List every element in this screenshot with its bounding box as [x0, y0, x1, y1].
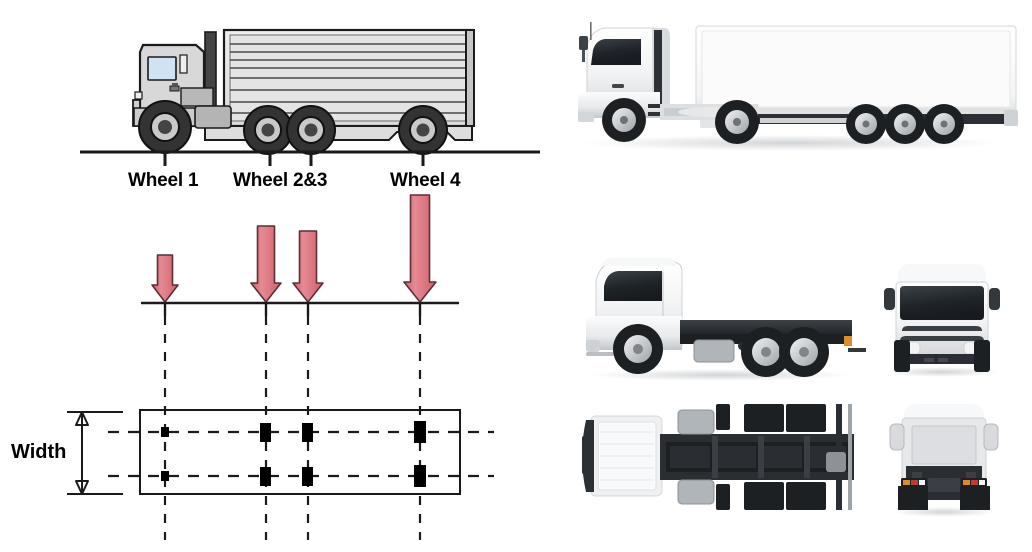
top-fuel-tank-right: [677, 479, 715, 505]
wheel-label-4: Wheel 4: [390, 170, 461, 191]
load-arrow-wheel-3: [292, 230, 324, 303]
wheel-2-tire: [243, 105, 293, 155]
wheel-1-tire: [138, 100, 192, 154]
width-dimension: [67, 411, 123, 495]
wheel-trailer-2: [885, 104, 925, 144]
front-windshield: [900, 286, 984, 320]
mirror-left-icon: [884, 288, 895, 310]
rear-mudflap-right: [960, 486, 990, 510]
photo-semi-truck-trailer: [578, 22, 1018, 151]
rear-mirror-left-icon: [889, 423, 905, 451]
right-photos-svg: [578, 22, 1018, 517]
truck-load-diagram-panel: Wheel 1 Wheel 2&3 Wheel 4 Width: [11, 28, 540, 540]
truck-wheels: [138, 100, 448, 155]
plan-wheel-3-left: [302, 423, 313, 442]
plan-view-rect: [139, 409, 461, 495]
load-arrow-wheel-2: [250, 225, 282, 303]
load-arrow-wheel-1: [151, 254, 179, 303]
top-rear-axles: [744, 404, 826, 510]
left-diagram-svg: [67, 28, 540, 540]
wheel-label-1: Wheel 1: [128, 170, 199, 191]
front-grille: [900, 326, 984, 341]
fuel-tank-side: [693, 339, 735, 363]
chassis-wheel-drive-2: [779, 327, 829, 377]
ground-ticks: [163, 152, 425, 166]
mirror-right-icon: [989, 288, 1000, 310]
top-fuel-tank-left: [677, 409, 715, 435]
plan-wheel-markers: [161, 421, 426, 487]
photo-cab-chassis-rear: [889, 404, 999, 517]
chassis-wheel-steer: [613, 324, 663, 374]
chassis-wheel-drive-1: [741, 327, 791, 377]
front-wheel-left: [894, 340, 910, 372]
tractor-cab: [578, 22, 670, 122]
wheel-trailer-3: [924, 104, 964, 144]
semi-truck-wheels: [602, 98, 964, 144]
wheel-steer: [602, 98, 646, 142]
plan-wheel-1-right: [161, 471, 169, 481]
cab-window: [147, 56, 177, 81]
truck-photo-panel: [560, 0, 1032, 552]
rear-mirror-right-icon: [983, 423, 999, 451]
projection-lines: [163, 316, 422, 540]
side-view-truck-illustration: [80, 28, 540, 166]
plan-view-diagram: [67, 409, 494, 495]
top-front-axle: [716, 404, 730, 510]
wheel-label-2-3: Wheel 2&3: [233, 170, 328, 191]
wheel-trailer-1: [846, 104, 886, 144]
plan-wheel-1-left: [161, 427, 169, 437]
axle-center-lines: [108, 430, 494, 478]
load-arrow-wheel-4: [403, 194, 437, 303]
load-arrow-diagram: [141, 194, 459, 540]
wheel-drive: [715, 100, 759, 144]
front-wheel-right: [974, 340, 990, 372]
fuel-tank: [194, 105, 232, 129]
wheel-3-tire: [286, 105, 336, 155]
rear-mudflap-left: [898, 486, 928, 510]
plan-wheel-4-left: [414, 421, 426, 443]
chassis-side-wheels: [613, 324, 829, 377]
width-dimension-label: Width: [11, 441, 67, 463]
plan-wheel-2-right: [260, 467, 271, 486]
plan-wheel-3-right: [302, 467, 313, 486]
side-marker-lamp: [844, 336, 852, 346]
taillight-right: [961, 478, 987, 487]
wheel-4-tire: [398, 105, 448, 155]
photo-cab-chassis-front: [884, 264, 1000, 377]
plan-wheel-2-left: [260, 423, 271, 442]
beam-ticks: [163, 303, 422, 316]
plan-wheel-4-right: [414, 465, 426, 487]
photo-cab-chassis-side: [586, 258, 866, 381]
taillight-left: [901, 478, 927, 487]
photo-cab-chassis-top: [582, 404, 854, 510]
